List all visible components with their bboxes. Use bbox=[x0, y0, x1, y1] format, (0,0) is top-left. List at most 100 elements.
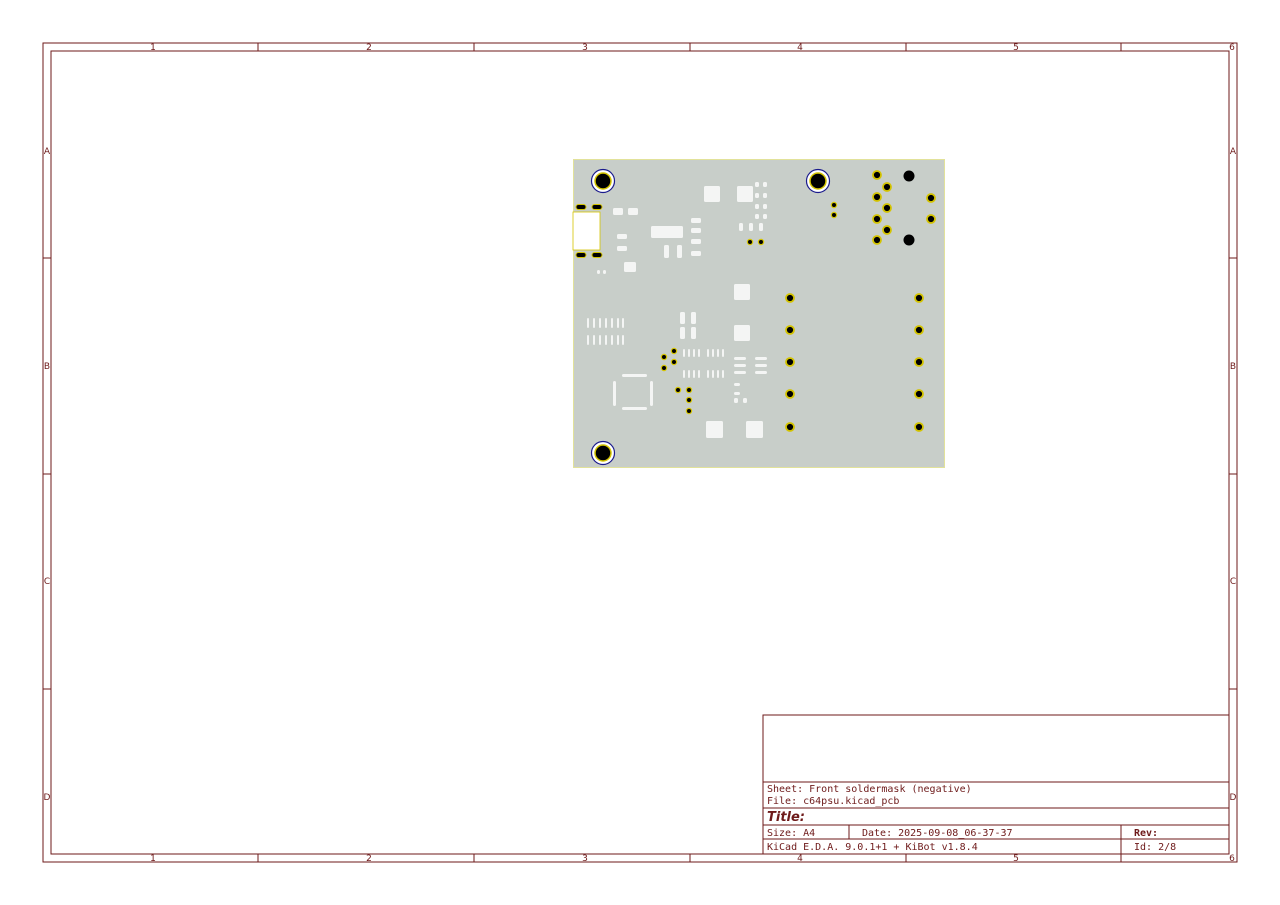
column-label-top: 2 bbox=[366, 43, 372, 53]
smd-pad bbox=[755, 371, 767, 374]
through-hole-pad bbox=[914, 293, 924, 303]
smd-pad bbox=[691, 251, 701, 256]
smd-pad bbox=[622, 374, 647, 377]
row-label-left: A bbox=[44, 147, 51, 157]
via bbox=[746, 238, 754, 246]
smd-pad bbox=[613, 208, 623, 215]
usb-connector-opening bbox=[572, 211, 601, 251]
smd-pad bbox=[698, 349, 700, 357]
row-label-left: D bbox=[44, 793, 51, 803]
smd-pad bbox=[737, 186, 753, 202]
smd-pad bbox=[688, 349, 690, 357]
smd-pad bbox=[611, 335, 613, 345]
smd-pad bbox=[755, 182, 759, 187]
date: Date: 2025-09-08_06-37-37 bbox=[862, 828, 1013, 839]
smd-pad bbox=[755, 364, 767, 367]
mounting-hole-drill bbox=[594, 172, 612, 190]
through-hole-pad bbox=[785, 389, 795, 399]
usb-shield-slot bbox=[575, 252, 587, 258]
smd-pad bbox=[734, 364, 746, 367]
through-hole-pad bbox=[914, 325, 924, 335]
via bbox=[670, 347, 678, 355]
smd-pad bbox=[651, 226, 683, 238]
row-label-left: C bbox=[44, 577, 50, 587]
smd-pad bbox=[706, 421, 723, 438]
via bbox=[685, 407, 693, 415]
through-hole-pad bbox=[914, 389, 924, 399]
smd-pad bbox=[734, 398, 738, 403]
column-label-top: 6 bbox=[1229, 43, 1235, 53]
via bbox=[660, 364, 668, 372]
revision-label: Rev: bbox=[1134, 828, 1158, 839]
smd-pad bbox=[613, 381, 616, 406]
via bbox=[830, 211, 838, 219]
row-label-right: B bbox=[1230, 362, 1236, 372]
smd-pad bbox=[734, 371, 746, 374]
via bbox=[660, 353, 668, 361]
smd-pad bbox=[746, 421, 763, 438]
column-label-bottom: 2 bbox=[366, 854, 372, 864]
smd-pad bbox=[755, 204, 759, 209]
smd-pad bbox=[688, 370, 690, 378]
via bbox=[757, 238, 765, 246]
smd-pad bbox=[693, 349, 695, 357]
through-hole-pad bbox=[872, 170, 882, 180]
smd-pad bbox=[628, 208, 638, 215]
smd-pad bbox=[707, 349, 709, 357]
through-hole-pad bbox=[872, 214, 882, 224]
smd-pad bbox=[722, 370, 724, 378]
column-label-bottom: 1 bbox=[150, 854, 156, 864]
mounting-hole bbox=[590, 168, 616, 194]
smd-pad bbox=[712, 370, 714, 378]
smd-pad bbox=[677, 245, 682, 258]
smd-pad bbox=[650, 381, 653, 406]
smd-pad bbox=[763, 204, 767, 209]
smd-pad bbox=[664, 245, 669, 258]
sheet-id: Id: 2/8 bbox=[1134, 842, 1176, 853]
mounting-hole bbox=[590, 440, 616, 466]
via bbox=[674, 386, 682, 394]
sheet-name: Sheet: Front soldermask (negative) bbox=[767, 784, 972, 795]
smd-pad bbox=[599, 335, 601, 345]
smd-pad bbox=[622, 335, 624, 345]
smd-pad bbox=[587, 318, 589, 328]
through-hole-pad bbox=[882, 203, 892, 213]
smd-pad bbox=[755, 357, 767, 360]
through-hole-pad bbox=[914, 357, 924, 367]
smd-pad bbox=[755, 214, 759, 219]
through-hole-pad bbox=[882, 225, 892, 235]
via bbox=[685, 396, 693, 404]
smd-pad bbox=[617, 318, 619, 328]
title-label: Title: bbox=[767, 810, 805, 825]
smd-pad bbox=[755, 193, 759, 198]
smd-pad bbox=[622, 318, 624, 328]
smd-pad bbox=[622, 407, 647, 410]
through-hole-pad bbox=[882, 182, 892, 192]
smd-pad bbox=[691, 239, 701, 244]
npth-hole bbox=[903, 170, 915, 182]
column-label-bottom: 4 bbox=[797, 854, 803, 864]
via bbox=[830, 201, 838, 209]
smd-pad bbox=[763, 193, 767, 198]
smd-pad bbox=[722, 349, 724, 357]
smd-pad bbox=[611, 318, 613, 328]
smd-pad bbox=[691, 218, 701, 223]
smd-pad bbox=[707, 370, 709, 378]
smd-pad bbox=[624, 262, 636, 272]
smd-pad bbox=[763, 214, 767, 219]
smd-pads bbox=[587, 182, 767, 438]
smd-pad bbox=[734, 284, 750, 300]
smd-pad bbox=[734, 383, 740, 386]
through-hole-pad bbox=[926, 214, 936, 224]
smd-pad bbox=[683, 370, 685, 378]
smd-pad bbox=[617, 234, 627, 239]
row-label-right: A bbox=[1230, 147, 1237, 157]
column-label-top: 3 bbox=[582, 43, 588, 53]
column-label-top: 4 bbox=[797, 43, 803, 53]
smd-pad bbox=[759, 223, 763, 231]
file-name: File: c64psu.kicad_pcb bbox=[767, 796, 899, 807]
via bbox=[670, 358, 678, 366]
via bbox=[685, 386, 693, 394]
